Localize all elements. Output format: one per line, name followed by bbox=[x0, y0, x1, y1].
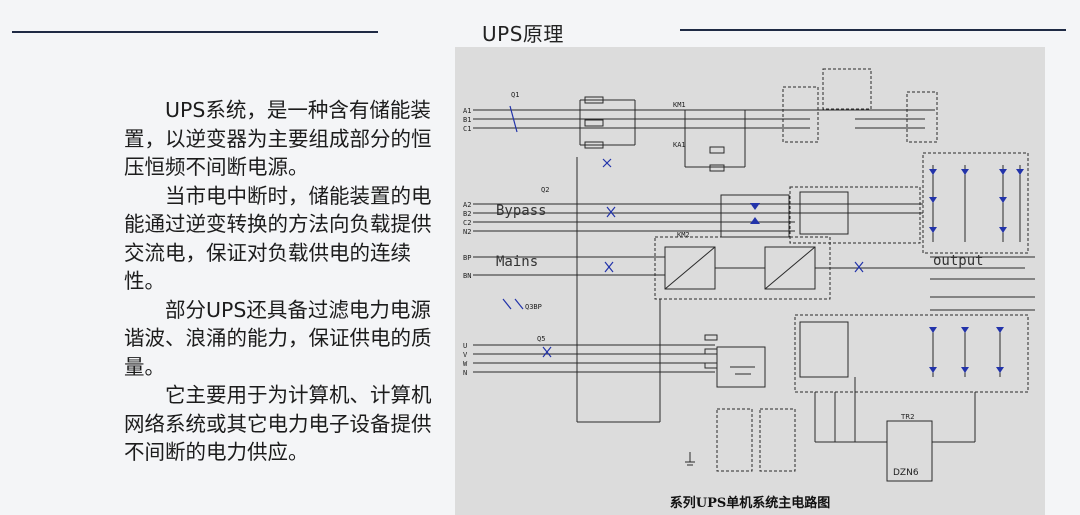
terminal-b1: B1 bbox=[463, 116, 471, 124]
terminal-n: N bbox=[463, 369, 467, 377]
terminal-a1: A1 bbox=[463, 107, 471, 115]
terminal-bn: BN bbox=[463, 272, 471, 280]
bypass-label: Bypass bbox=[496, 203, 547, 219]
output-label: output bbox=[933, 253, 984, 269]
terminal-a2: A2 bbox=[463, 201, 471, 209]
body-text: UPS系统，是一种含有储能装置，以逆变器为主要组成部分的恒压恒频不间断电源。 当… bbox=[124, 96, 442, 467]
paragraph-2: 当市电中断时，储能装置的电能通过逆变转换的方法向负载提供交流电，保证对负载供电的… bbox=[124, 183, 432, 294]
breaker-q5-label: Q5 bbox=[537, 335, 545, 343]
circuit-diagram: A1 B1 C1 A2 B2 C2 N2 BP BN U V W N Q1 Q2… bbox=[455, 47, 1045, 515]
terminal-c2: C2 bbox=[463, 219, 471, 227]
paragraph-1: UPS系统，是一种含有储能装置，以逆变器为主要组成部分的恒压恒频不间断电源。 bbox=[124, 98, 432, 179]
paragraph-3: 部分UPS还具备过滤电力电源谐波、浪涌的能力，保证供电的质量。 bbox=[124, 297, 432, 379]
tr2-label: TR2 bbox=[900, 413, 915, 421]
breaker-q1-label: Q1 bbox=[511, 91, 519, 99]
relay-km2-label: KM2 bbox=[677, 231, 690, 239]
slide-title: UPS原理 bbox=[482, 22, 564, 46]
breaker-q2-label: Q2 bbox=[541, 186, 549, 194]
transformer-label: DZN6 bbox=[893, 468, 919, 478]
relay-ka1-label: KA1 bbox=[673, 141, 686, 149]
title-rule-right bbox=[680, 29, 1066, 31]
terminal-v: V bbox=[463, 351, 468, 359]
terminal-b2: B2 bbox=[463, 210, 471, 218]
breaker-q3bp-label: Q3BP bbox=[525, 303, 542, 311]
title-rule-left bbox=[12, 31, 378, 33]
terminal-bp: BP bbox=[463, 254, 471, 262]
diagram-caption: 系列UPS单机系统主电路图 bbox=[669, 496, 831, 511]
mains-label: Mains bbox=[496, 254, 538, 270]
paragraph-4: 它主要用于为计算机、计算机网络系统或其它电力电子设备提供不间断的电力供应。 bbox=[124, 383, 432, 464]
terminal-n2: N2 bbox=[463, 228, 471, 236]
terminal-c1: C1 bbox=[463, 125, 471, 133]
terminal-w: W bbox=[463, 360, 468, 368]
terminal-u: U bbox=[463, 342, 467, 350]
circuit-svg: A1 B1 C1 A2 B2 C2 N2 BP BN U V W N Q1 Q2… bbox=[463, 68, 1035, 482]
relay-km1-label: KM1 bbox=[673, 101, 686, 109]
